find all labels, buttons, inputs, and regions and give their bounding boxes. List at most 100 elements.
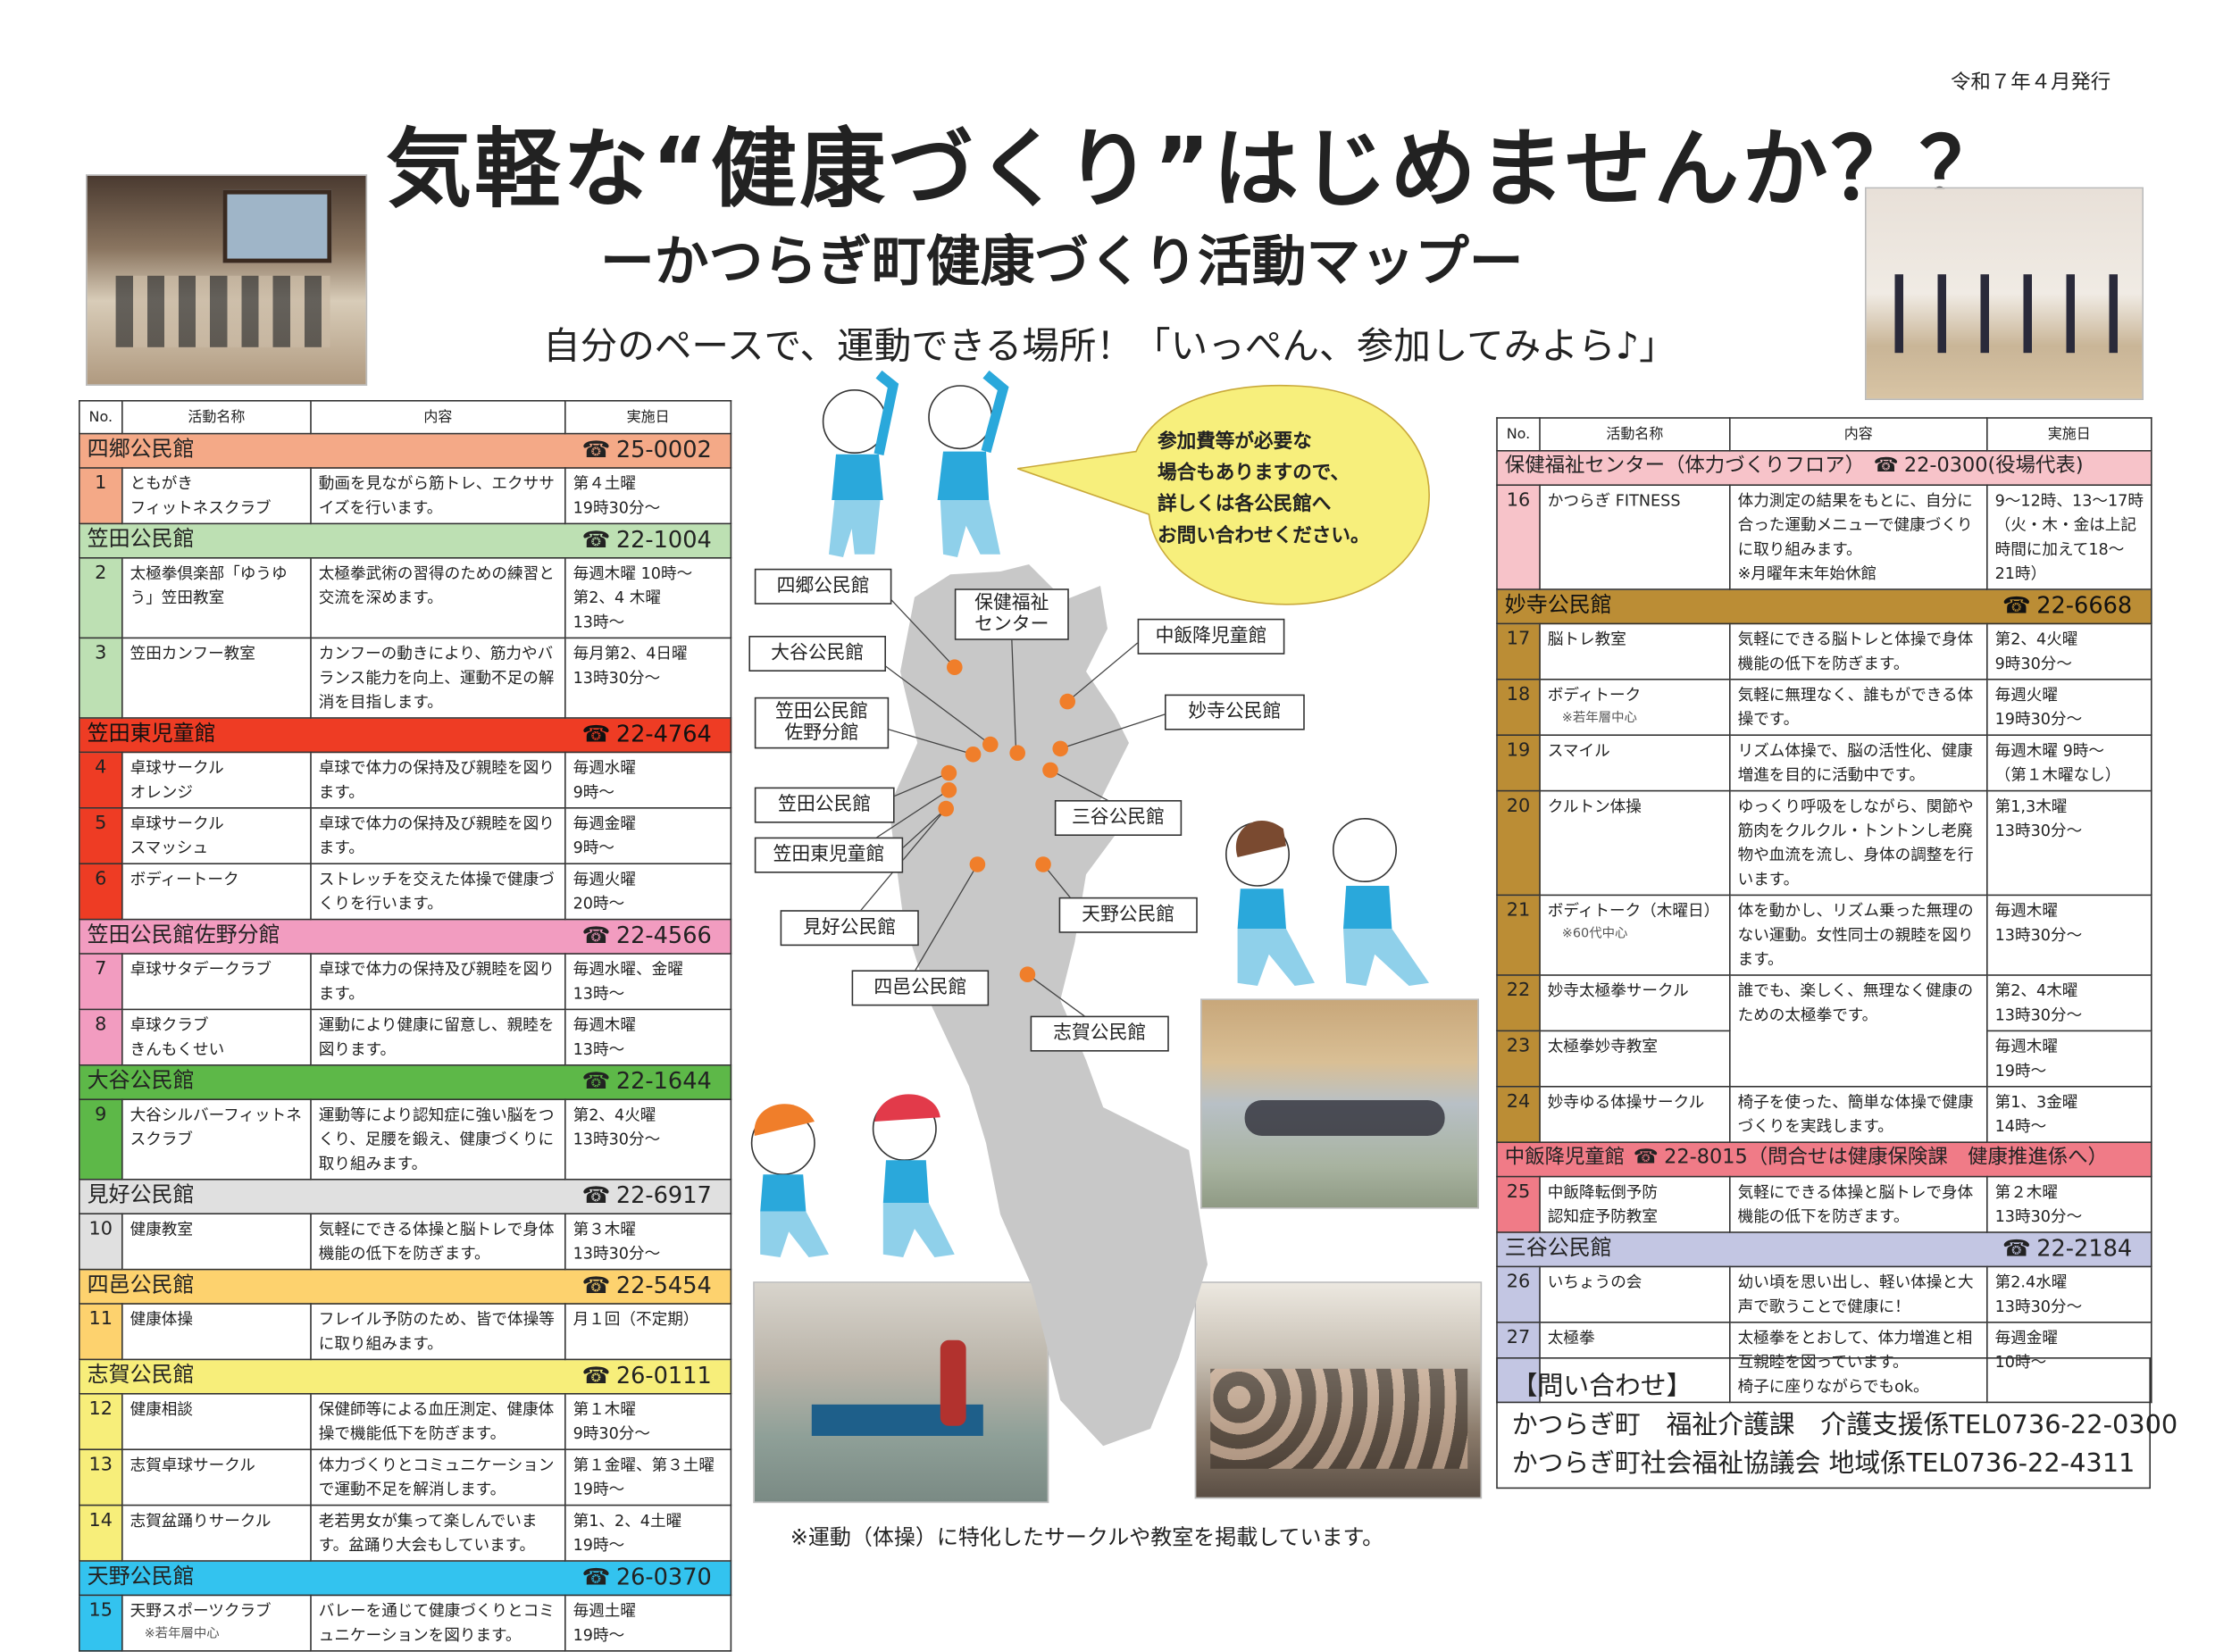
activity-name: 志賀卓球サークル (130, 1456, 255, 1475)
activity-date: 第３木曜 13時30分～ (564, 1213, 732, 1271)
activity-name: 卓球サークル スマッシュ (130, 814, 224, 857)
map-dot-myoji (1052, 740, 1068, 757)
activity-name-cell: いちょうの会 (1539, 1265, 1731, 1323)
activity-no: 4 (79, 751, 123, 809)
tagline: 自分のペースで、運動できる場所！「いっぺん、参加してみよら♪」 (543, 325, 1676, 369)
phone-icon: ☎ (581, 1181, 611, 1209)
contact-line: かつらぎ町社会福祉協議会 地域係 TEL0736-22-4311 (1512, 1445, 2136, 1483)
phone-icon: ☎ (581, 720, 611, 747)
facility-header-row: 妙寺公民館☎22-6668 (1496, 588, 2152, 625)
facility-header-row: 中飯降児童館☎22-8015（問合せは健康保険課 健康推進係へ） (1496, 1141, 2152, 1178)
activity-no: 20 (1496, 789, 1541, 897)
facility-header-row: 笠田公民館佐野分館☎22-4566 (79, 918, 732, 955)
activity-date: 毎週金曜 10時～ (1986, 1322, 2152, 1404)
activity-no: 12 (79, 1393, 123, 1451)
activity-no: 18 (1496, 678, 1541, 737)
facility-phone: ☎22-0300(役場代表) (1874, 455, 2084, 478)
facility-header: 四郷公民館☎25-0002 (79, 432, 732, 469)
activity-no: 11 (79, 1303, 123, 1361)
activity-date: 第1,3木曜 13時30分～ (1986, 789, 2152, 897)
issue-date: 令和７年４月発行 (1951, 71, 2111, 95)
activity-date: 第１木曜 9時30分～ (564, 1393, 732, 1451)
activity-date: 第2、4木曜 13時30分～ (1986, 974, 2152, 1032)
facility-name: 大谷公民館 (87, 1067, 195, 1093)
flyer-page: 令和７年４月発行 気軽な“健康づくり”はじめませんか？？ ーかつらぎ町健康づくり… (79, 71, 2177, 1652)
activity-name: 卓球サークル オレンジ (130, 758, 224, 802)
facility-header-row: 四郷公民館☎25-0002 (79, 432, 732, 469)
map-dots (938, 659, 1075, 982)
photo-group-stretch (1194, 1281, 1483, 1499)
map-label-mitani: 三谷公民館 (1054, 800, 1183, 836)
activity-no: 16 (1496, 484, 1541, 590)
activity-no: 23 (1496, 1030, 1541, 1088)
activity-content: 気軽にできる体操と脳トレで身体機能の低下を防ぎます。 (310, 1213, 566, 1271)
activity-name-cell: 天野スポーツクラブ※若年層中心 (121, 1594, 312, 1652)
facility-header-row: 大谷公民館☎22-1644 (79, 1064, 732, 1101)
phone-icon: ☎ (581, 1067, 611, 1095)
activity-name: 太極拳妙寺教室 (1547, 1037, 1658, 1056)
phone-number: 22-6668 (2036, 591, 2133, 619)
activity-name: 妙寺ゆる体操サークル (1547, 1093, 1705, 1112)
facility-header: 笠田公民館佐野分館☎22-4566 (79, 918, 732, 955)
header-date: 実施日 (564, 400, 732, 435)
activity-date: 第４土曜 19時30分～ (564, 467, 732, 525)
activity-name: 太極拳 (1547, 1329, 1595, 1347)
activity-name: ともがき フィットネスクラブ (130, 474, 272, 518)
activity-name-cell: クルトン体操 (1539, 789, 1731, 897)
activity-date: 第1、3金曜 14時～ (1986, 1086, 2152, 1144)
activity-content: 老若男女が集って楽しんでいます。盆踊り大会もしています。 (310, 1504, 566, 1562)
activity-name-cell: 健康相談 (121, 1393, 312, 1451)
facility-phone: ☎22-8015（問合せは健康保険課 健康推進係へ） (1634, 1146, 2108, 1169)
phone-number: 22-4764 (615, 720, 712, 747)
activity-no: 2 (79, 556, 123, 639)
phone-icon: ☎ (2002, 1234, 2031, 1262)
facility-name: 笠田東児童館 (87, 720, 216, 747)
phone-icon: ☎ (581, 922, 611, 949)
facility-phone: ☎22-2184 (2002, 1236, 2132, 1260)
map-dot-otani (982, 736, 999, 753)
facility-header: 大谷公民館☎22-1644 (79, 1064, 732, 1101)
activity-name: 天野スポーツクラブ (130, 1601, 272, 1621)
activity-name: 大谷シルバーフィットネスクラブ (130, 1106, 302, 1149)
activity-no: 8 (79, 1008, 123, 1066)
map-label-kaseda-higashi: 笠田東児童館 (754, 837, 904, 873)
header-content: 内容 (1729, 417, 1988, 452)
contact-tel: TEL0736-22-0300 (1949, 1410, 2178, 1440)
contact-box: 【問い合わせ】 かつらぎ町 福祉介護課 介護支援係 TEL0736-22-030… (1496, 1357, 2177, 1489)
activity-content: 卓球で体力の保持及び親睦を図ります。 (310, 806, 566, 865)
activity-content: 幼い頃を思い出し、軽い体操と大声で歌うことで健康に！ (1729, 1265, 1988, 1323)
activity-date: 毎週木曜 9時～ （第１木曜なし） (1986, 734, 2152, 792)
facility-header: 保健福祉センター（体力づくりフロア）☎22-0300(役場代表) (1496, 450, 2152, 487)
right-schedule-table: No. 活動名称 内容 実施日 保健福祉センター（体力づくりフロア）☎22-03… (1496, 417, 2152, 1404)
town-map (750, 370, 1430, 1447)
map-dot-hoken (1009, 745, 1025, 761)
activity-name: いちょうの会 (1547, 1272, 1642, 1292)
facility-name: 笠田公民館佐野分館 (87, 922, 280, 947)
activity-name-cell: 太極拳 (1539, 1322, 1731, 1404)
activity-content: バレーを通じて健康づくりとコミュニケーションを図ります。 (310, 1594, 566, 1652)
activity-name-cell: 笠田カンフー教室 (121, 637, 312, 719)
activity-content: 体力づくりとコミュニケーションで運動不足を解消します。 (310, 1448, 566, 1506)
facility-header: 四邑公民館☎22-5454 (79, 1268, 732, 1305)
elderly-couple-illustration (822, 370, 1009, 557)
activity-content: フレイル予防のため、皆で体操等に取り組みます。 (310, 1303, 566, 1361)
activity-no: 25 (1496, 1175, 1541, 1233)
activity-name-cell: 健康体操 (121, 1303, 312, 1361)
activity-name: 妙寺太極拳サークル (1547, 981, 1689, 1000)
activity-name-cell: スマイル (1539, 734, 1731, 792)
facility-header: 志賀公民館☎26-0111 (79, 1358, 732, 1395)
activity-name-cell: 大谷シルバーフィットネスクラブ (121, 1098, 312, 1181)
children-illustration (750, 1094, 955, 1257)
map-dot-sano (965, 747, 982, 763)
facility-header-row: 三谷公民館☎22-2184 (1496, 1231, 2152, 1268)
map-dot-miyoshi (938, 800, 954, 817)
